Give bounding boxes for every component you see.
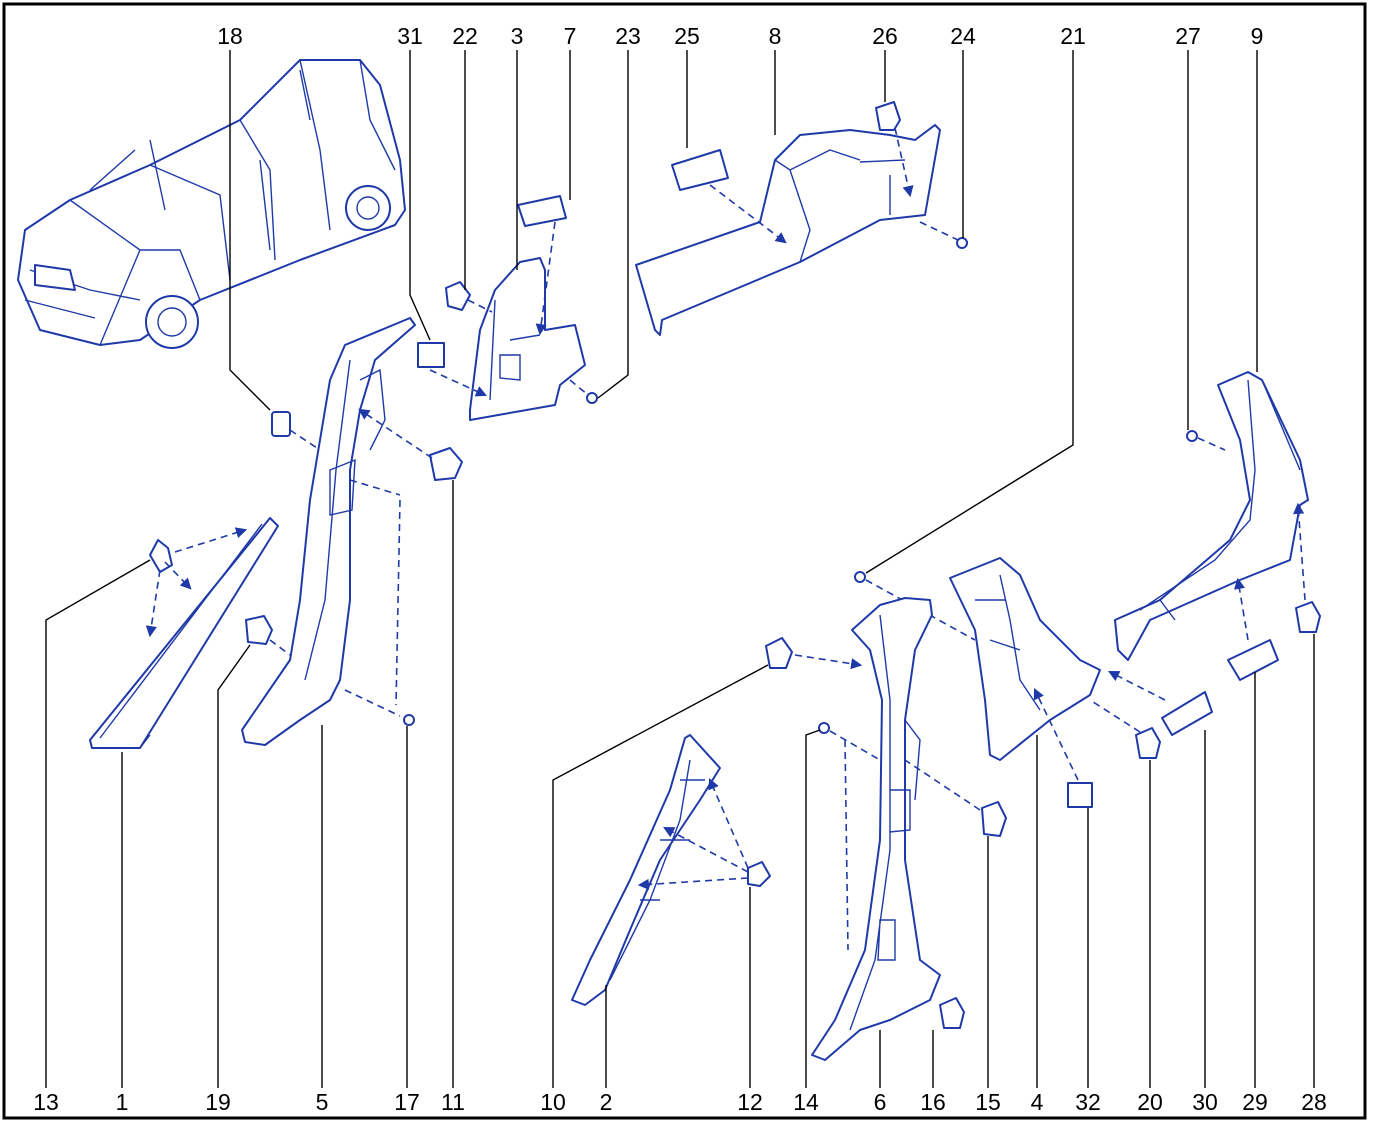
callout-32: 32 xyxy=(1075,1089,1101,1115)
arrow-25 xyxy=(709,184,787,244)
part-8 xyxy=(635,124,941,336)
part-18 xyxy=(271,411,291,437)
dash-19 xyxy=(269,639,291,656)
arrow-12-b xyxy=(663,826,749,873)
part-2 xyxy=(571,734,721,1006)
dash-17-h xyxy=(344,689,401,717)
part-7 xyxy=(517,195,567,227)
callout-17: 17 xyxy=(394,1089,420,1115)
callout-2: 2 xyxy=(600,1089,613,1115)
arrow-13-b xyxy=(164,561,192,590)
arrow-28 xyxy=(1293,502,1306,601)
callout-28: 28 xyxy=(1301,1089,1327,1115)
part-1 xyxy=(89,517,279,749)
dash-27 xyxy=(1197,437,1226,451)
dash-14-v xyxy=(844,739,849,951)
part-5 xyxy=(241,317,416,746)
part-27 xyxy=(1186,430,1198,442)
dash-17-t xyxy=(349,479,401,496)
dash-20 xyxy=(1089,699,1141,733)
callout-16: 16 xyxy=(920,1089,946,1115)
part-13 xyxy=(149,539,173,573)
dash-22 xyxy=(467,299,493,313)
arrow-12-c xyxy=(637,877,749,891)
callout-30: 30 xyxy=(1192,1089,1218,1115)
arrow-32 xyxy=(1033,687,1079,781)
diagram-frame xyxy=(2,2,1367,1120)
callout-20: 20 xyxy=(1137,1089,1163,1115)
callout-1: 1 xyxy=(116,1089,129,1115)
dash-23 xyxy=(569,379,589,396)
callout-8: 8 xyxy=(769,23,782,49)
arrow-31 xyxy=(429,369,488,397)
leader-lines xyxy=(45,50,1315,1088)
arrow-13-a xyxy=(174,527,248,553)
callout-25: 25 xyxy=(674,23,700,49)
arrow-10 xyxy=(794,654,863,670)
part-19 xyxy=(245,615,273,645)
part-24 xyxy=(956,237,968,249)
arrow-29 xyxy=(1233,577,1249,641)
bottom-callouts: 13 1 19 5 17 11 10 2 12 14 6 16 15 4 32 … xyxy=(33,1089,1327,1115)
callout-4: 4 xyxy=(1031,1089,1044,1115)
callout-11: 11 xyxy=(441,1089,465,1115)
callout-14: 14 xyxy=(793,1089,819,1115)
part-14 xyxy=(818,722,830,734)
arrow-7 xyxy=(535,221,556,336)
part-22 xyxy=(445,281,471,311)
arrow-13-c xyxy=(145,569,161,638)
arrow-11 xyxy=(358,408,433,459)
arrow-30 xyxy=(1108,670,1166,701)
part-32 xyxy=(1067,782,1093,808)
part-31 xyxy=(417,342,445,368)
arrow-12-a xyxy=(708,777,749,869)
vehicle-overview xyxy=(17,59,406,349)
callout-15: 15 xyxy=(975,1089,1001,1115)
callout-10: 10 xyxy=(540,1089,566,1115)
callout-3: 3 xyxy=(511,23,524,49)
callout-19: 19 xyxy=(205,1089,231,1115)
part-29 xyxy=(1227,639,1279,681)
callout-13: 13 xyxy=(33,1089,59,1115)
part-30 xyxy=(1161,691,1213,736)
part-10 xyxy=(765,637,793,669)
part-20 xyxy=(1135,727,1161,759)
dash-18 xyxy=(289,429,321,451)
callout-24: 24 xyxy=(950,23,976,49)
part-16 xyxy=(939,997,965,1029)
callout-6: 6 xyxy=(874,1089,887,1115)
part-3 xyxy=(469,257,586,421)
callout-31: 31 xyxy=(397,23,423,49)
top-callouts: 18 31 22 3 7 23 25 8 26 24 21 27 9 xyxy=(217,23,1263,49)
callout-27: 27 xyxy=(1175,23,1201,49)
part-15 xyxy=(981,801,1007,837)
callout-23: 23 xyxy=(615,23,641,49)
part-17 xyxy=(403,714,415,726)
part-6 xyxy=(811,597,941,1061)
part-25 xyxy=(671,149,729,191)
part-11 xyxy=(429,447,463,481)
dash-14 xyxy=(829,730,881,761)
part-4 xyxy=(949,557,1101,761)
part-9 xyxy=(1114,371,1309,661)
part-12 xyxy=(747,861,771,887)
dash-17-v xyxy=(395,499,401,706)
dash-15 xyxy=(904,759,981,811)
callout-26: 26 xyxy=(872,23,898,49)
part-26 xyxy=(875,101,901,131)
part-21 xyxy=(854,571,866,583)
callout-5: 5 xyxy=(316,1089,329,1115)
callout-7: 7 xyxy=(564,23,577,49)
callout-18: 18 xyxy=(217,23,243,49)
part-23 xyxy=(586,392,598,404)
callout-21: 21 xyxy=(1060,23,1086,49)
callout-9: 9 xyxy=(1251,23,1264,49)
callout-22: 22 xyxy=(452,23,478,49)
callout-29: 29 xyxy=(1242,1089,1268,1115)
dash-24 xyxy=(919,221,959,241)
callout-12: 12 xyxy=(737,1089,763,1115)
part-28 xyxy=(1295,601,1321,633)
